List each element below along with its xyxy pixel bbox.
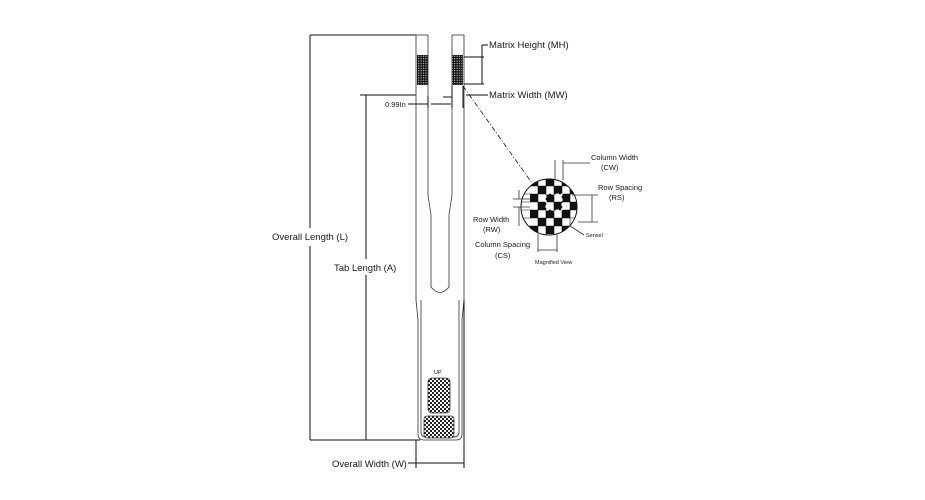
column-width-label: Column Width [591, 153, 638, 162]
row-spacing-abbr: (RS) [609, 193, 625, 202]
matrix-height-dimension: Matrix Height (MH) [464, 40, 569, 85]
overall-width-dimension: Overall Width (W) [332, 300, 465, 470]
connector-pad-lower [423, 415, 455, 439]
tab-length-label: Tab Length (A) [334, 263, 396, 274]
magnified-view-label: Magnified View [535, 260, 572, 266]
row-width-abbr: (RW) [483, 225, 501, 234]
overall-length-label: Overall Length (L) [272, 232, 348, 243]
column-spacing-abbr: (CS) [495, 251, 511, 260]
column-spacing-label: Column Spacing [475, 240, 530, 249]
sensor-outline: UP [415, 34, 465, 441]
tab-length-dimension: Tab Length (A) [334, 94, 416, 440]
row-spacing-label: Row Spacing [598, 183, 642, 192]
overall-length-dimension: Overall Length (L) [272, 34, 420, 441]
matrix-width-label: Matrix Width (MW) [489, 90, 568, 101]
gap-label: 0.99In [385, 100, 406, 109]
column-width-abbr: (CW) [601, 163, 619, 172]
matrix-height-label: Matrix Height (MH) [489, 40, 569, 51]
row-width-label: Row Width [473, 215, 509, 224]
magnified-view: Column Width (CW) Row Spacing (RS) Row W… [473, 153, 642, 266]
matrix-width-dimension: Matrix Width (MW) 0.99In [385, 86, 568, 109]
sensel-label: Sensel [586, 233, 603, 239]
overall-width-label: Overall Width (W) [332, 459, 407, 470]
connector-pad-upper [427, 377, 451, 414]
up-marker: UP [434, 370, 442, 376]
left-sensing-matrix [417, 55, 428, 85]
right-sensing-matrix [452, 55, 463, 85]
